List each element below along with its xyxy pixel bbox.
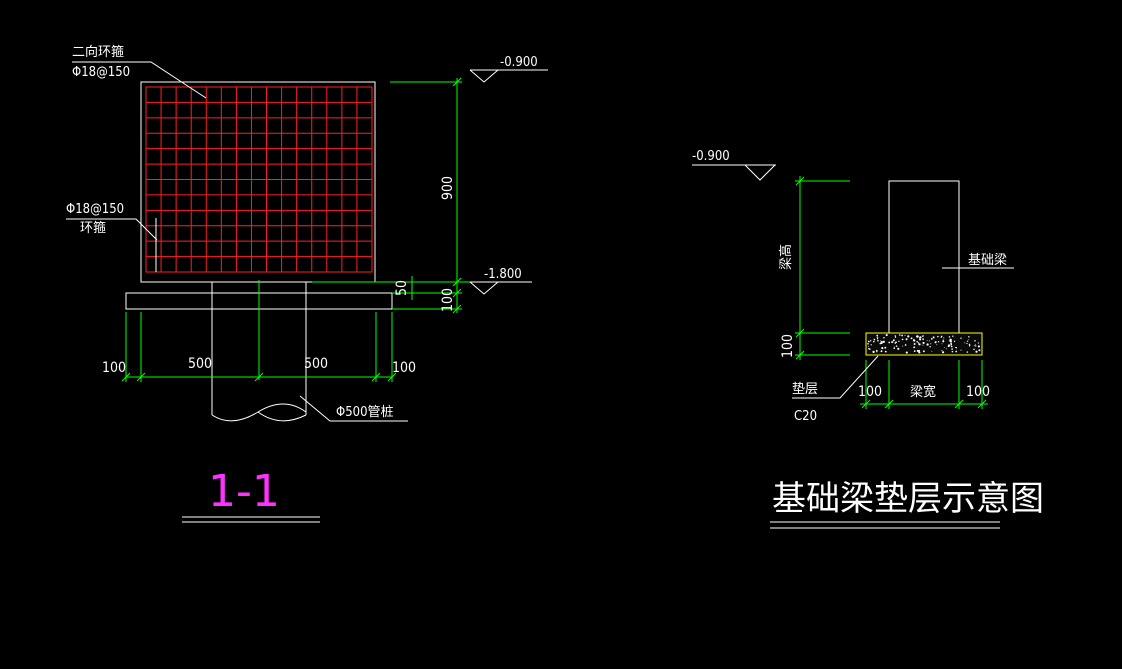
dim-left-500: 500: [188, 356, 212, 372]
pile: [211, 282, 307, 422]
cushion-title: 基础梁垫层示意图: [772, 479, 1044, 519]
elev-bottom: -1.800: [484, 267, 522, 282]
cushion-layer: [865, 332, 983, 356]
cushion-elev: -0.900: [692, 149, 730, 164]
dim-100-right: 100: [440, 288, 456, 312]
dim-50: 50: [394, 280, 410, 296]
dim-right-100: 100: [392, 360, 416, 376]
dim-right-500: 500: [304, 356, 328, 372]
cushion-diagram: -0.900 梁高 100 基础梁: [692, 149, 1044, 529]
top-rebar-label-1: 二向环箍: [72, 44, 124, 60]
section-1-1: 二向环箍 Φ18@150 Φ18@150 环箍 900 50 100: [66, 44, 548, 523]
pile-leader: [299, 395, 408, 422]
dim-100-vertical: 100: [780, 334, 796, 358]
bottom-dimensions: [121, 312, 397, 382]
cushion-horizontal-dims: [860, 360, 988, 409]
beam-width-label: 梁宽: [910, 384, 936, 400]
elev-marker-top: [469, 69, 548, 83]
cushion-elev-marker: [692, 164, 776, 181]
cushion-dim-right-100: 100: [966, 384, 990, 400]
section-title: 1-1: [208, 466, 280, 517]
pile-label: Φ500管桩: [336, 405, 394, 420]
side-rebar-leader: [66, 218, 158, 241]
side-rebar-label-1: Φ18@150: [66, 202, 124, 217]
cushion-vertical-dims: [795, 176, 850, 360]
cushion-label: 垫层: [792, 381, 818, 397]
top-rebar-label-2: Φ18@150: [72, 65, 130, 80]
elev-top: -0.900: [500, 55, 538, 70]
cushion-dim-left-100: 100: [858, 384, 882, 400]
dim-left-100: 100: [102, 360, 126, 376]
top-rebar-leader: [72, 61, 207, 99]
cushion-texture: [867, 334, 981, 354]
beam-height-label: 梁高: [778, 244, 794, 270]
concrete-label: C20: [794, 409, 817, 424]
beam-label: 基础梁: [968, 253, 1007, 268]
foundation-beam: [888, 180, 960, 334]
side-rebar-label-2: 环箍: [80, 220, 106, 236]
dim-height: 900: [440, 176, 456, 200]
cushion-label-leader: [792, 355, 879, 399]
elev-marker-bottom: [469, 281, 532, 295]
rebar-grid: [145, 86, 373, 273]
